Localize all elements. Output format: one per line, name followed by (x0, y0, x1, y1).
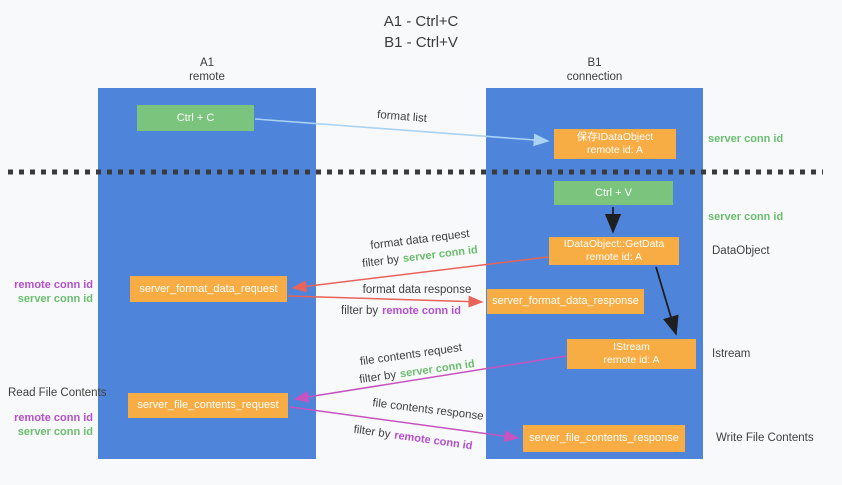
lane-a1-role: remote (189, 71, 225, 83)
node-ctrl-v: Ctrl + V (554, 181, 673, 205)
getdata-line2: remote id: A (585, 251, 643, 263)
lane-b1-role: connection (566, 71, 623, 83)
title-line-2: B1 - Ctrl+V (384, 34, 458, 51)
node-server-format-data-response: server_format_data_response (487, 289, 644, 314)
left-format-conn-ids: remote conn id server conn id (8, 278, 93, 306)
left-file-conn-ids: remote conn id server conn id (8, 411, 93, 439)
node-ctrl-c: Ctrl + C (137, 105, 254, 131)
save-idataobject-line1: 保存IDataObject (576, 131, 654, 143)
server-conn-id-annotation: server conn id (17, 293, 93, 305)
write-file-contents-annotation: Write File Contents (716, 432, 814, 444)
remote-conn-id-key: remote conn id (382, 305, 461, 317)
node-istream: IStream remote id: A (567, 339, 696, 369)
istream-line1: IStream (613, 341, 650, 353)
node-idataobject-getdata: IDataObject::GetData remote id: A (549, 237, 679, 265)
diagram-title: A1 - Ctrl+C B1 - Ctrl+V (0, 11, 842, 53)
node-server-file-contents-request: server_file_contents_request (128, 393, 288, 418)
server-conn-id-annotation: server conn id (17, 426, 93, 438)
ctrl-c-label: Ctrl + C (176, 111, 215, 124)
node-server-format-data-request: server_format_data_request (130, 276, 287, 302)
server-format-data-request-label: server_format_data_request (139, 282, 278, 295)
server-conn-id-key: server conn id (399, 357, 476, 381)
lane-b1-id: B1 (587, 57, 602, 69)
remote-conn-id-key: remote conn id (393, 429, 474, 453)
filter-by-text: filter by (341, 305, 379, 317)
istream-annotation: Istream (712, 348, 751, 360)
server-conn-id-annotation-top: server conn id (708, 133, 784, 145)
node-save-idataobject: 保存IDataObject remote id: A (554, 129, 676, 159)
remote-conn-id-annotation: remote conn id (14, 412, 93, 424)
dataobject-annotation: DataObject (712, 245, 770, 257)
read-file-contents-annotation: Read File Contents (8, 387, 107, 399)
filter-by-text: filter by (361, 253, 400, 271)
getdata-line1: IDataObject::GetData (563, 238, 665, 250)
istream-line2: remote id: A (603, 354, 660, 366)
server-file-contents-request-label: server_file_contents_request (137, 399, 279, 411)
filter-by-text: filter by (352, 423, 392, 441)
node-server-file-contents-response: server_file_contents_response (523, 425, 685, 452)
server-conn-id-annotation-mid: server conn id (708, 211, 784, 223)
file-contents-response-label: file contents response (371, 397, 485, 423)
lane-a1-id: A1 (199, 57, 215, 69)
server-format-data-response-label: server_format_data_response (492, 295, 639, 307)
title-line-1: A1 - Ctrl+C (383, 13, 459, 30)
format-list-label: format list (376, 109, 428, 125)
format-data-response-label: format data response (362, 284, 472, 296)
ctrl-v-label: Ctrl + V (595, 186, 632, 199)
server-conn-id-key: server conn id (402, 243, 479, 266)
lane-b1-header: B1 connection (486, 56, 703, 84)
filter-by-text: filter by (358, 368, 397, 387)
server-file-contents-response-label: server_file_contents_response (529, 432, 679, 444)
format-data-response-arrow (287, 295, 484, 308)
lane-a1-header: A1 remote (98, 56, 316, 84)
remote-conn-id-annotation: remote conn id (14, 279, 93, 291)
save-idataobject-line2: remote id: A (586, 144, 644, 156)
